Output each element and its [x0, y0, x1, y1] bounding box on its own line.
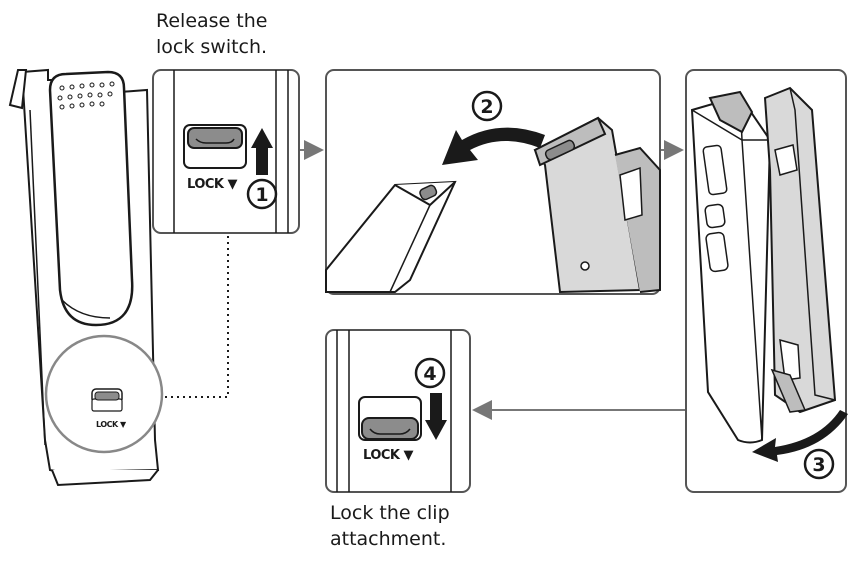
- step1-number: 1: [255, 184, 268, 206]
- release-lock-caption: Release the lock switch.: [156, 10, 268, 58]
- remove-curved-arrow-icon: [442, 127, 545, 165]
- clip-device-overview: LOCK ▼: [8, 68, 164, 487]
- lock-label-step1: LOCK ▼: [187, 177, 238, 192]
- step1-panel: LOCK ▼ 1: [152, 69, 300, 234]
- zoom-connector: [165, 235, 229, 398]
- lock-down-arrow-icon: [425, 393, 447, 440]
- lock-label-step4: LOCK ▼: [363, 448, 414, 463]
- unlock-up-arrow-icon: [251, 128, 273, 175]
- step3-number: 3: [812, 454, 825, 476]
- step2-badge: [471, 90, 503, 122]
- step4-number: 4: [423, 363, 436, 385]
- step3-badge: [803, 448, 835, 480]
- lock-clip-caption: Lock the clip attachment.: [330, 502, 450, 550]
- step3-panel: 3: [685, 69, 848, 493]
- step1-badge: [246, 178, 278, 210]
- attach-curved-arrow-icon: [752, 410, 848, 462]
- lock-label-small: LOCK ▼: [96, 420, 127, 429]
- step4-panel: LOCK ▼ 4: [325, 329, 471, 493]
- step4-badge: [414, 357, 446, 389]
- step2-panel: 2: [325, 69, 661, 295]
- step2-number: 2: [480, 96, 493, 118]
